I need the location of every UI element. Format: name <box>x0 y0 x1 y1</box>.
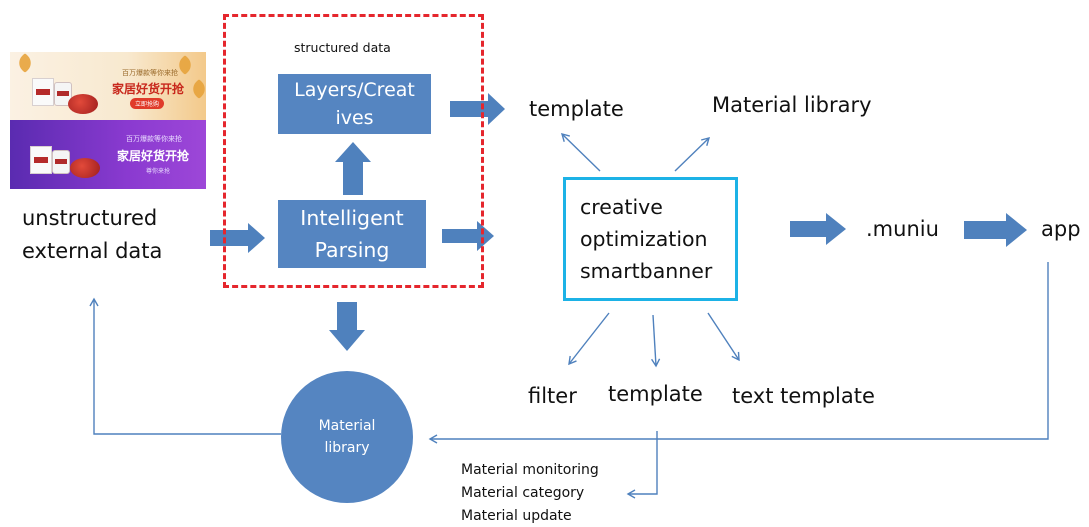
line-material-library-to-unstructured <box>89 297 281 435</box>
banner-bottom-note: 尊你来抢 <box>146 168 171 175</box>
layers-box-line1: Layers/Creat <box>294 79 415 101</box>
material-library-circle: Material library <box>281 371 413 503</box>
creative-optimization-box: creative optimization smartbanner <box>563 177 738 301</box>
product-jar-icon <box>54 82 72 106</box>
thin-arrow-to-template-bottom <box>651 314 661 368</box>
template-bottom-label: template <box>608 382 703 406</box>
material-monitoring-label: Material monitoring <box>461 462 599 478</box>
arrow-creative-to-muniu <box>790 213 846 245</box>
banner-bottom-subtitle: 百万爆款等你来抢 <box>126 135 182 143</box>
material-library-top-label: Material library <box>712 93 872 117</box>
app-label: app <box>1041 217 1081 241</box>
muniu-label: .muniu <box>866 217 939 241</box>
arrow-parsing-to-material-library <box>329 302 365 351</box>
creative-box-line1: creative <box>580 195 663 219</box>
dates-fruit-icon <box>68 94 98 114</box>
product-box-icon <box>30 146 52 174</box>
intelligent-parsing-box: Intelligent Parsing <box>278 200 426 268</box>
arrow-parsing-to-layers <box>335 142 371 195</box>
leaf-icon <box>15 53 35 73</box>
banner-top-subtitle: 百万爆款等你来抢 <box>122 69 178 77</box>
material-category-label: Material category <box>461 485 585 501</box>
structured-data-label: structured data <box>294 40 391 55</box>
parsing-box-line2: Parsing <box>314 238 390 262</box>
product-box-icon <box>32 78 54 106</box>
dates-fruit-icon <box>70 158 100 178</box>
thin-arrow-to-filter <box>568 312 610 366</box>
creative-box-line2: optimization <box>580 227 708 251</box>
unstructured-label-line2: external data <box>22 239 163 263</box>
banner-top-title: 家居好货开抢 <box>112 82 185 96</box>
thin-arrow-to-text-template <box>707 312 740 362</box>
circle-line2: library <box>324 440 370 456</box>
banner-image-bottom: 百万爆款等你来抢 家居好货开抢 尊你来抢 <box>10 120 206 189</box>
product-jar-icon <box>52 150 70 174</box>
line-app-to-material-library <box>428 262 1049 444</box>
creative-box-line3: smartbanner <box>580 259 713 283</box>
circle-line1: Material <box>318 418 376 434</box>
leaf-icon <box>175 55 195 75</box>
layers-creatives-box: Layers/Creat ives <box>278 74 431 134</box>
arrow-muniu-to-app <box>964 213 1027 247</box>
banner-image-top: 百万爆款等你来抢 家居好货开抢 立即抢购 <box>10 52 206 120</box>
banner-bottom-title: 家居好货开抢 <box>117 149 190 163</box>
thin-arrow-to-material-library-top <box>674 137 711 172</box>
material-update-label: Material update <box>461 508 572 524</box>
parsing-dashed-frame <box>223 14 484 288</box>
thin-arrow-to-template-top <box>560 133 601 172</box>
filter-label: filter <box>528 384 577 408</box>
template-top-label: template <box>529 97 624 121</box>
text-template-label: text template <box>732 384 875 408</box>
parsing-box-line1: Intelligent <box>300 206 404 230</box>
unstructured-label-line1: unstructured <box>22 206 158 230</box>
layers-box-line2: ives <box>335 107 374 129</box>
line-template-to-material-list <box>626 431 658 499</box>
banner-top-button: 立即抢购 <box>130 98 165 109</box>
arrow-layers-to-template <box>450 93 505 125</box>
leaf-icon <box>189 79 206 99</box>
